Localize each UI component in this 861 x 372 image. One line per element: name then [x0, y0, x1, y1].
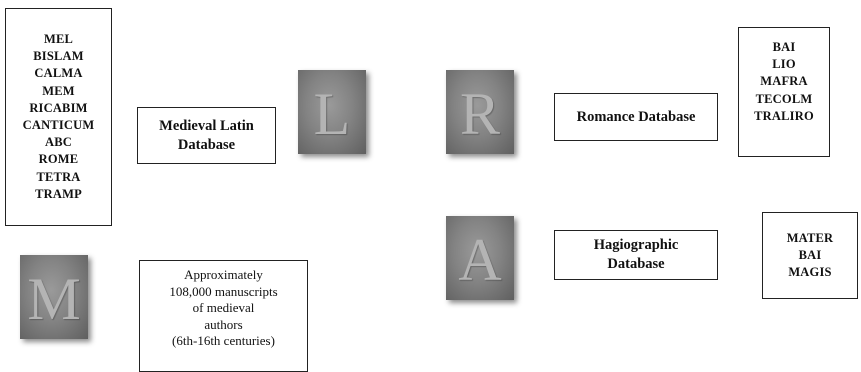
- romance-database-list: BAI LIO MAFRA TECOLM TRALIRO: [738, 27, 830, 157]
- hagiographic-database-label: Hagiographic Database: [554, 230, 718, 280]
- manuscripts-description: Approximately 108,000 manuscripts of med…: [139, 260, 308, 372]
- latin-database-list: MEL BISLAM CALMA MEM RICABIM CANTICUM AB…: [5, 8, 112, 226]
- romance-letter: R: [459, 80, 501, 147]
- description-line: of medieval: [192, 300, 255, 315]
- list-item: TRAMP: [35, 186, 82, 201]
- romance-letter-tile: R: [446, 70, 514, 154]
- list-item: MAFRA: [760, 74, 808, 89]
- latin-letter: L: [313, 80, 351, 147]
- manuscripts-letter-tile: M: [20, 255, 88, 339]
- latin-label-line2: Database: [177, 136, 236, 153]
- hagiographic-label-line1: Hagiographic: [593, 237, 679, 253]
- list-item: BISLAM: [33, 49, 84, 64]
- romance-database-label: Romance Database: [554, 93, 718, 141]
- hagiographic-letter-tile: A: [446, 216, 514, 300]
- description-line: authors: [204, 316, 243, 332]
- latin-letter-tile: L: [298, 70, 366, 154]
- list-item: ROME: [38, 152, 79, 167]
- list-item: MEM: [42, 83, 75, 98]
- list-item: TRALIRO: [754, 108, 814, 123]
- list-item: TETRA: [36, 169, 81, 184]
- hagiographic-label-line2: Database: [607, 256, 665, 272]
- description-line: (6th-16th centuries): [172, 333, 275, 348]
- latin-label-line1: Medieval Latin: [159, 117, 254, 134]
- list-item: ABC: [45, 135, 72, 150]
- list-item: TECOLM: [755, 91, 813, 106]
- hagiographic-database-list: MATER BAI MAGIS: [762, 212, 858, 299]
- description-line: Approximately: [184, 267, 263, 282]
- manuscripts-letter: M: [27, 265, 81, 332]
- list-item: MATER: [786, 230, 834, 245]
- list-item: MEL: [43, 31, 74, 46]
- latin-database-label: Medieval Latin Database: [137, 107, 276, 164]
- list-item: MAGIS: [788, 265, 832, 280]
- list-item: CANTICUM: [22, 118, 95, 132]
- list-item: BAI: [772, 40, 796, 54]
- list-item: BAI: [798, 247, 822, 262]
- romance-label-text: Romance Database: [576, 108, 696, 125]
- list-item: RICABIM: [29, 100, 88, 115]
- hagiographic-letter: A: [458, 226, 502, 293]
- description-line: 108,000 manuscripts: [169, 283, 278, 299]
- list-item: LIO: [772, 57, 796, 72]
- list-item: CALMA: [34, 66, 83, 81]
